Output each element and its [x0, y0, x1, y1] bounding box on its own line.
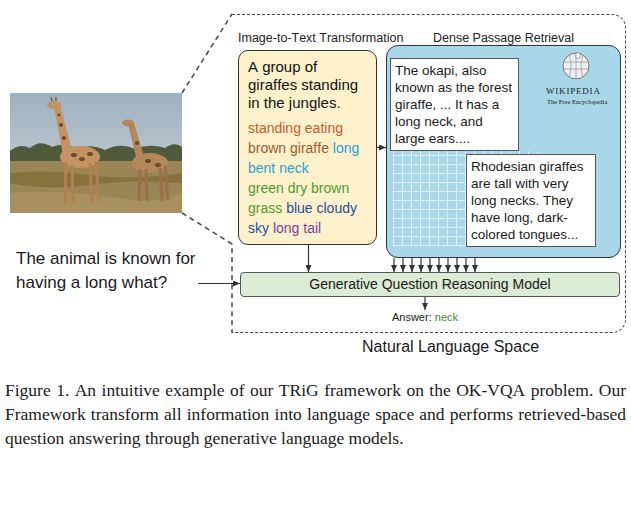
giraffe-photo-part [59, 123, 63, 127]
giraffe-photo-part [10, 93, 182, 213]
connector-line [411, 258, 412, 272]
figure-caption: Figure 1. An intuitive example of our TR… [5, 378, 626, 450]
giraffe-photo-part [10, 192, 182, 213]
giraffe-photo-part [54, 105, 72, 155]
node-card: The okapi, also known as the forest gira… [390, 58, 519, 151]
giraffe-photo-part [122, 120, 134, 127]
giraffe-photo-part [55, 97, 56, 101]
region-title: Natural Language Space [362, 337, 539, 357]
image-caption: A group of giraffes standing in the jung… [248, 58, 367, 112]
connector-line [474, 258, 475, 272]
giraffe-photo-part [71, 153, 77, 157]
tag-phrase: long tail [273, 220, 321, 236]
giraffe-photo [10, 93, 182, 213]
node-card: Rhodesian giraffes are tall with very lo… [466, 154, 596, 247]
giraffe-photo-part [79, 157, 85, 161]
connector-line [402, 258, 403, 272]
connector-line [429, 258, 430, 272]
giraffe-photo-part [139, 169, 140, 201]
connector-arrow [425, 297, 426, 310]
caption-box: A group of giraffes standing in the jung… [238, 50, 377, 245]
giraffe-photo-part [160, 168, 162, 201]
giraffe-photo-part [72, 165, 73, 203]
connector-line [308, 245, 309, 272]
wikipedia-globe-part [563, 53, 589, 79]
node-region: Natural Language Space Image-to-Text Tran… [232, 14, 626, 359]
connector-line [438, 258, 439, 272]
giraffe-photo-part [65, 163, 66, 203]
giraffe-photo-part [87, 152, 93, 156]
node-dpr: Dense Passage RetrievalThe okapi, also k… [386, 30, 621, 258]
wikipedia-globe-part [564, 53, 588, 79]
giraffe-photo-part [96, 161, 99, 202]
answer-label: Answer: [392, 311, 432, 323]
giraffe-photo-part [62, 136, 66, 140]
connector-line [377, 147, 386, 148]
giraffe-photo-part [47, 101, 100, 168]
box-heading: Dense Passage Retrieval [386, 30, 621, 46]
question-text: The animal is known for having a long wh… [16, 249, 196, 292]
answer-value: neck [435, 311, 458, 323]
caption-text: Figure 1. An intuitive example of our TR… [5, 378, 626, 450]
giraffe-photo-part [90, 163, 92, 203]
connector-line [198, 283, 240, 284]
giraffe-photo-part [58, 114, 94, 162]
giraffe-photo-part [135, 141, 161, 167]
connector-line [456, 258, 457, 272]
box-heading: Image-to-Text Transformation [238, 30, 377, 46]
giraffe-photo-part [128, 123, 144, 161]
callout-lines-part [182, 14, 232, 93]
connector-line [420, 258, 421, 272]
giraffe-photo-part [47, 101, 61, 109]
tag-phrase: standing eating [248, 120, 343, 136]
giraffe-photo-part [51, 97, 56, 101]
node-answer: Answer: neck [392, 310, 458, 324]
connector-arrow [198, 283, 240, 284]
giraffe-photo-part [58, 114, 61, 117]
wikipedia-globe-part [576, 53, 580, 58]
passage-text: The okapi, also known as the forest gira… [395, 62, 514, 147]
giraffe-photo-part [139, 166, 168, 201]
connector-line [393, 258, 394, 272]
callout-lines-part [182, 213, 232, 333]
tag-list: standing eating brown giraffe long bent … [248, 118, 367, 238]
model-label: Generative Question Reasoning Model [309, 276, 550, 292]
giraffe-photo-part [65, 161, 99, 203]
giraffe-photo-part [122, 120, 168, 174]
giraffe-photo-part [51, 97, 52, 101]
giraffe-photo-part [145, 159, 151, 163]
tag-phrase: brown giraffe [248, 140, 329, 156]
giraffe-photo-part [155, 163, 161, 167]
node-i2t: Image-to-Text Transformation A group of g… [238, 30, 377, 245]
node-model: Generative Question Reasoning Model [240, 272, 620, 297]
giraffe-photo-part [135, 141, 139, 145]
connector-line [447, 258, 448, 272]
connector-arrow [377, 147, 386, 148]
giraffe-photo-part [165, 166, 168, 200]
connector-line [465, 258, 466, 272]
connector-arrow [308, 245, 309, 272]
node-question: The animal is known for having a long wh… [16, 247, 198, 295]
connector-arrow [394, 258, 475, 272]
passage-text: Rhodesian giraffes are tall with very lo… [471, 158, 591, 243]
giraffe-photo-part [146, 169, 147, 201]
connector-line [424, 297, 425, 310]
